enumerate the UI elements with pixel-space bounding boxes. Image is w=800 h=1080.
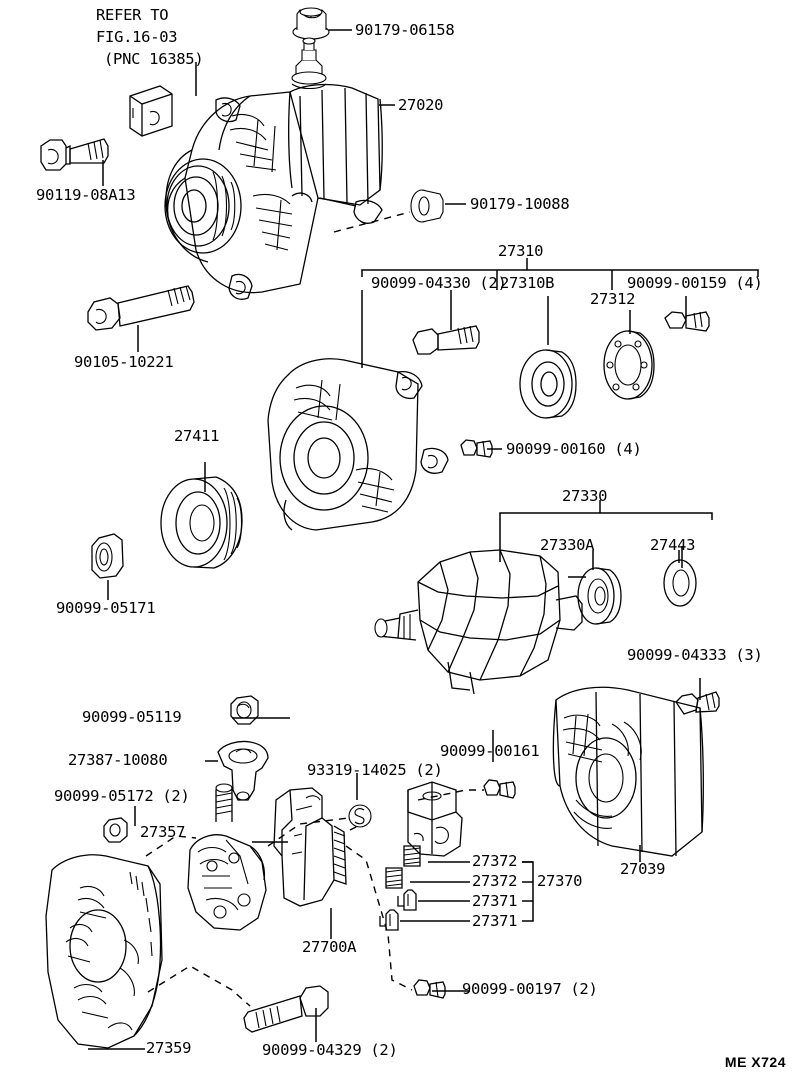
part-screw-90099-00160 [460, 439, 493, 458]
label-brush-27371-a: 27371 [472, 892, 518, 910]
label-regulator-27700A: 27700A [302, 938, 357, 956]
part-spring-27372-lower [385, 867, 403, 889]
part-screw-90099-00197 [413, 979, 446, 999]
label-screw-04333: 90099-04333 (3) [627, 646, 763, 664]
part-rectifier-assembly [187, 834, 267, 931]
leader-lines [88, 29, 701, 1050]
bracket-27310 [361, 258, 759, 368]
part-brush-holder-27370 [407, 781, 463, 857]
bracket-27330 [499, 500, 713, 570]
part-end-frame-27359 [45, 854, 163, 1049]
label-alternator-assy: 27020 [398, 96, 444, 114]
reference-note-line-3: (PNC 16385) [104, 50, 204, 68]
assembly-dashed-lines [145, 211, 484, 1007]
label-nut-mount: 90179-10088 [470, 195, 570, 213]
label-screw-04330: 90099-04330 (2) [371, 274, 507, 292]
label-group-27310: 27310 [498, 242, 544, 260]
label-seal-93319: 93319-14025 (2) [307, 761, 443, 779]
label-retainer-27312: 27312 [590, 290, 636, 308]
part-brush-27371-upper [397, 889, 417, 911]
label-screw-00197: 90099-00197 (2) [462, 980, 598, 998]
label-stator-27039: 27039 [620, 860, 666, 878]
part-regulator-27700A [273, 787, 347, 907]
label-group-27330: 27330 [562, 487, 608, 505]
label-bolt-04329: 90099-04329 (2) [262, 1041, 398, 1059]
part-nut-90099-05171 [91, 533, 124, 579]
label-spring-27372-a: 27372 [472, 852, 518, 870]
part-screw-90099-00161 [483, 779, 516, 799]
part-nut-90099-05172 [103, 817, 128, 843]
part-spring-27372-upper [403, 845, 421, 867]
part-bolt-90099-04329 [243, 985, 329, 1033]
label-nut-05172: 90099-05172 (2) [54, 787, 190, 805]
part-stator-27039 [552, 686, 704, 857]
part-nut-90179-10088 [410, 189, 444, 223]
reference-note-line-2: FIG.16-03 [96, 28, 178, 46]
label-end-frame-27359: 27359 [146, 1039, 192, 1057]
label-bolt-pivot: 90105-10221 [74, 353, 174, 371]
part-cover-27387-10080 [217, 740, 269, 801]
label-brush-27371-b: 27371 [472, 912, 518, 930]
part-alternator-27020 [164, 37, 383, 300]
label-terminal-27357: 27357 [140, 823, 186, 841]
label-bearing-27310B: 27310B [500, 274, 555, 292]
part-rotor-27330A [374, 549, 583, 695]
part-retainer-27312 [603, 330, 655, 400]
part-seal-27443-right [663, 559, 697, 607]
label-brush-holder-27370: 27370 [537, 872, 583, 890]
part-screw-90099-00159 [664, 311, 710, 332]
part-bearing-27310B [519, 349, 577, 419]
label-bearing-27443: 27443 [650, 536, 696, 554]
label-spring-27372-b: 27372 [472, 872, 518, 890]
label-bolt-adjusting: 90119-08A13 [36, 186, 136, 204]
label-nut-05119: 90099-05119 [82, 708, 182, 726]
bracket-27370 [400, 861, 534, 922]
label-nut-pulley: 90099-05171 [56, 599, 156, 617]
label-cover-27387: 27387-10080 [68, 751, 168, 769]
part-seal-93319-14025 [348, 804, 372, 828]
part-bearing-27443 [577, 567, 622, 625]
label-pulley: 27411 [174, 427, 220, 445]
sheet-code-footer: ME X724 [724, 1054, 786, 1070]
part-bolt-90105-10221 [87, 285, 195, 331]
label-screw-00159: 90099-00159 (4) [627, 274, 763, 292]
label-rotor-27330A: 27330A [540, 536, 595, 554]
label-screw-00160: 90099-00160 (4) [506, 440, 642, 458]
part-bolt-90119-08A13 [40, 138, 109, 171]
label-screw-00161: 90099-00161 [440, 742, 540, 760]
part-alternator-mid-view [267, 358, 449, 531]
reference-note-line-1: REFER TO [96, 6, 169, 24]
part-brush-27371-lower [379, 909, 399, 931]
reference-connector-part [129, 85, 173, 137]
label-nut-rear-terminal: 90179-06158 [355, 21, 455, 39]
part-nut-90179-06158 [292, 7, 330, 40]
part-pulley-27411 [160, 476, 243, 569]
part-screw-90099-04330 [412, 325, 480, 355]
part-terminal-27357 [215, 783, 233, 822]
part-nut-90099-05119 [230, 695, 259, 725]
part-screw-90099-04333 [675, 691, 720, 715]
